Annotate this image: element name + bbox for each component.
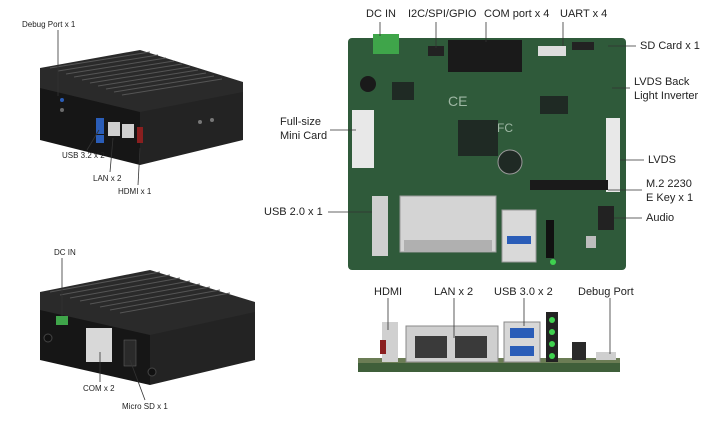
label-usb32: USB 3.2 x 2 [62,151,105,160]
label-micro-sd: Micro SD x 1 [122,402,168,411]
label-com: COM x 2 [83,384,115,393]
label-hdmi-side: HDMI [374,286,403,298]
label-lan-side: LAN x 2 [434,286,474,298]
board-side-image [358,312,620,372]
leader-lines [57,22,644,401]
label-i2c: I2C/SPI/GPIO [408,8,477,20]
label-lvds: LVDS [648,154,676,166]
label-dc-in-chassis: DC IN [54,248,76,257]
chassis-rear-image [40,270,255,385]
label-hdmi: HDMI x 1 [118,187,152,196]
svg-text:CE: CE [448,93,467,109]
label-com-port: COM port x 4 [484,8,550,20]
label-m2-1: M.2 2230 [646,178,692,190]
label-usb20: USB 2.0 x 1 [264,206,323,218]
label-mini-card-1: Full-size [280,116,321,128]
chassis-front-image [40,50,243,165]
label-m2-2: E Key x 1 [646,192,694,204]
label-debug-port: Debug Port x 1 [22,20,76,29]
label-debug-side: Debug Port [578,286,634,298]
label-lvds-back-2: Light Inverter [634,90,699,102]
label-mini-card-2: Mini Card [280,130,328,142]
label-lan: LAN x 2 [93,174,122,183]
label-audio: Audio [646,212,675,224]
board-top-image: CE FC [348,34,626,270]
label-uart: UART x 4 [560,8,608,20]
svg-text:FC: FC [497,121,513,135]
label-dc-in-board: DC IN [366,8,396,20]
label-lvds-back-1: LVDS Back [634,76,690,88]
label-usb30: USB 3.0 x 2 [494,286,553,298]
label-sd-card: SD Card x 1 [640,40,700,52]
